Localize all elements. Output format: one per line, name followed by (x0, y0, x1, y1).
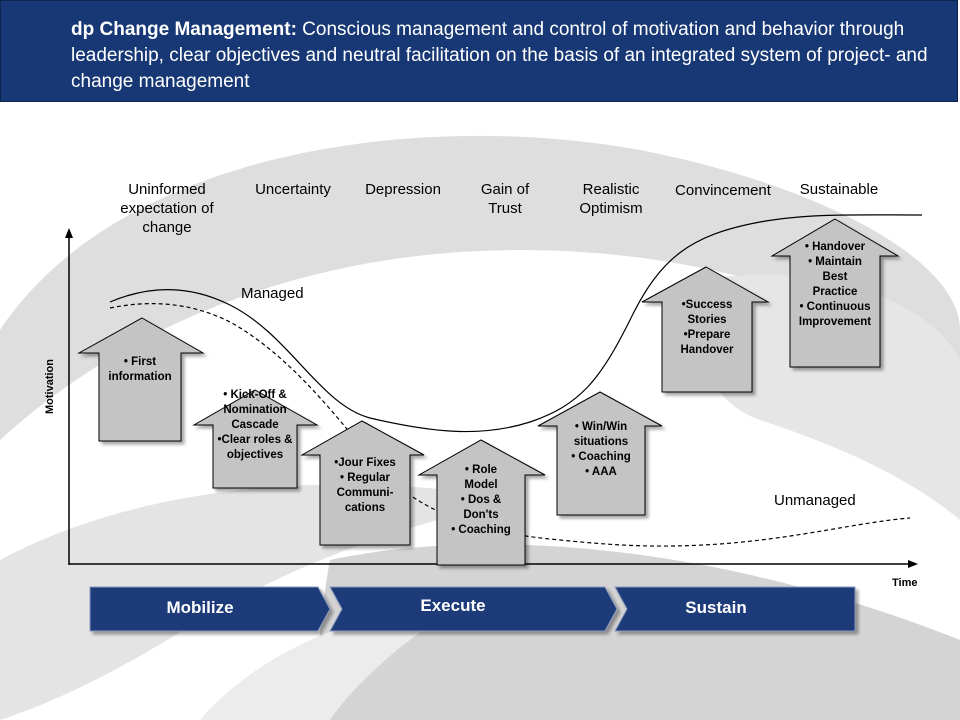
phase-sustain: Sustain (685, 598, 747, 617)
x-axis-arrowhead (908, 560, 918, 568)
y-axis-arrowhead (65, 228, 73, 238)
stage-label-convincement: Convincement (675, 182, 771, 199)
header-banner: dp Change Management: Conscious manageme… (0, 0, 958, 102)
action-text-7: • Handover • Maintain Best Practice • Co… (798, 241, 872, 328)
action-text-4: • Role Model • Dos & Don'ts • Coaching (451, 464, 511, 536)
phase-mobilize: Mobilize (166, 598, 234, 617)
action-arrow-5 (537, 391, 663, 516)
action-arrow-3 (300, 420, 425, 546)
action-arrow-1 (77, 317, 205, 442)
stage-label-realistic-optimism: Realistic Optimism (579, 181, 643, 217)
action-text-1: • First information (108, 356, 172, 383)
phase-mobilize-shape (89, 586, 331, 632)
managed-curve (109, 214, 923, 433)
action-text-5: • Win/Win situations • Coaching • AAA (571, 421, 631, 478)
x-axis-label: Time (892, 577, 918, 589)
header-title-rest: Conscious management and control of moti… (71, 19, 928, 92)
phase-execute-shape (329, 586, 618, 632)
action-arrow-7 (770, 218, 900, 368)
phase-execute: Execute (420, 596, 486, 615)
managed-label: Managed (241, 285, 304, 302)
action-text-6: •Success Stories •Prepare Handover (680, 299, 734, 356)
stage-label-gain-of-trust: Gain of Trust (480, 181, 530, 217)
action-arrow-2 (192, 389, 319, 489)
action-arrow-6 (641, 266, 770, 393)
header-title-bold: dp Change Management: (71, 19, 297, 40)
y-axis-label: Motivation (44, 359, 56, 414)
stage-label-uninformed: Uninformed expectation of change (120, 181, 214, 236)
unmanaged-label: Unmanaged (774, 492, 856, 509)
phase-sustain-shape (614, 586, 856, 632)
stage-label-sustainable: Sustainable (799, 181, 879, 198)
stage-label-depression: Depression (365, 181, 441, 198)
stage-label-uncertainty: Uncertainty (255, 181, 331, 198)
action-arrow-4 (417, 439, 546, 566)
action-text-3: •Jour Fixes • Regular Communi- cations (334, 457, 396, 514)
header-text: dp Change Management: Conscious manageme… (71, 17, 931, 95)
action-text-2: • Kick-Off & Nomination Cascade •Clear r… (217, 389, 293, 461)
